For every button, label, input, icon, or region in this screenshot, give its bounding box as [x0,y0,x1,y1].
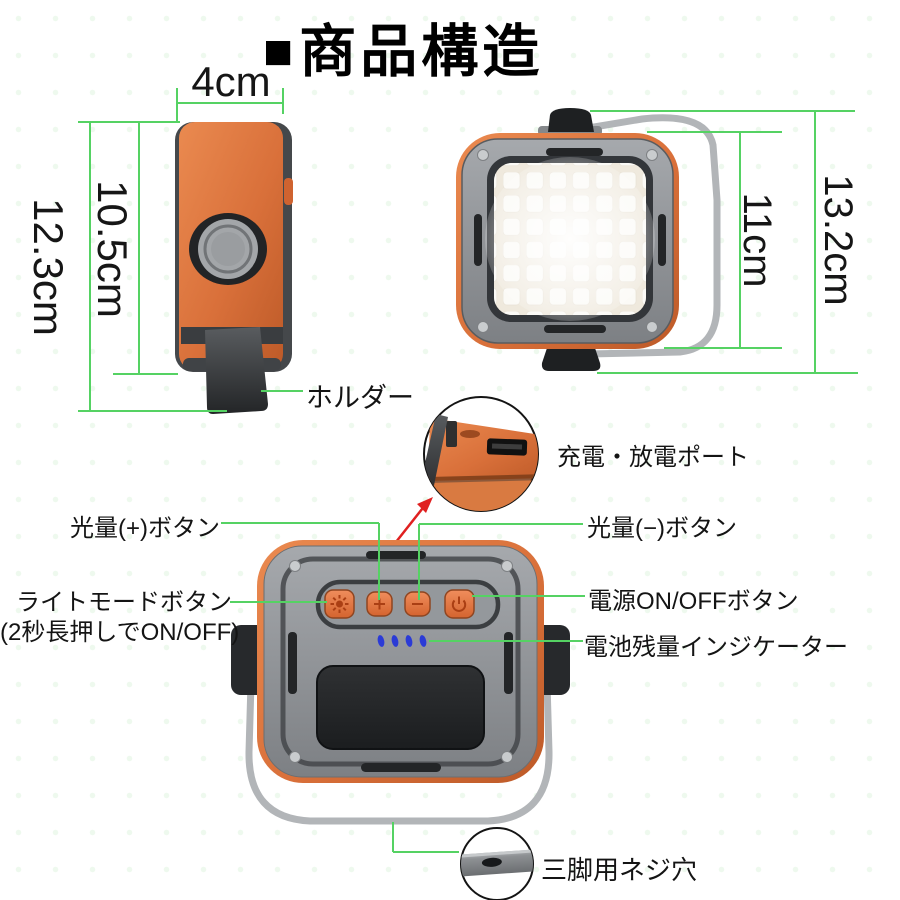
front-view-illustration [456,108,721,371]
label-brightness-plus: 光量(+)ボタン [70,515,220,542]
pointer-arrow [395,497,433,543]
corner-screws [477,149,658,333]
battery-indicator-leds [377,635,427,647]
screw-hole [481,857,502,867]
tripod-hole-inset [460,827,534,900]
callout-lines [221,522,585,853]
dimension-front-height-total: 13.2cm [816,174,860,306]
top-knob [548,108,594,132]
label-light-mode: ライトモードボタン (2秒長押しでON/OFF) [0,588,240,648]
plus-icon [374,598,385,610]
charge-port-inset [395,396,539,543]
dimension-front-height-body: 11cm [735,192,779,288]
title-text: 商品構造 [299,20,544,84]
front-dimension-lines [590,110,858,374]
back-view-illustration [231,540,570,825]
label-light-mode-line2: (2秒長押しでON/OFF) [0,619,240,646]
label-battery-indicator: 電池残量インジケーター [584,634,848,661]
dimension-side-width: 4cm [191,58,271,105]
side-button [284,178,293,205]
page-title: ■商品構造 [263,6,543,88]
sun-icon [330,595,349,613]
hanging-handle [584,114,721,358]
carry-handle [245,644,553,825]
button-icons [330,595,467,613]
usb-port [486,438,528,456]
label-light-mode-line1: ライトモードボタン [16,589,232,616]
side-dimension-lines [78,88,303,412]
dimension-side-height-total: 12.3cm [25,198,72,336]
label-tripod-hole: 三脚用ネジ穴 [541,855,698,885]
label-brightness-minus: 光量(−)ボタン [587,515,737,542]
label-charge-port: 充電・放電ポート [557,444,749,471]
corner-screws-back [289,560,513,763]
holder-knob [189,213,267,285]
micro-port [460,430,480,438]
label-power: 電源ON/OFFボタン [588,588,799,615]
title-square-marker: ■ [263,23,298,79]
power-icon [451,596,467,612]
rubber-pad [316,665,485,750]
holder-strap [205,327,268,414]
bottom-knob [541,344,601,371]
dimension-side-height-body: 10.5cm [89,180,136,318]
label-holder: ホルダー [306,383,414,413]
side-view-illustration [175,122,293,414]
